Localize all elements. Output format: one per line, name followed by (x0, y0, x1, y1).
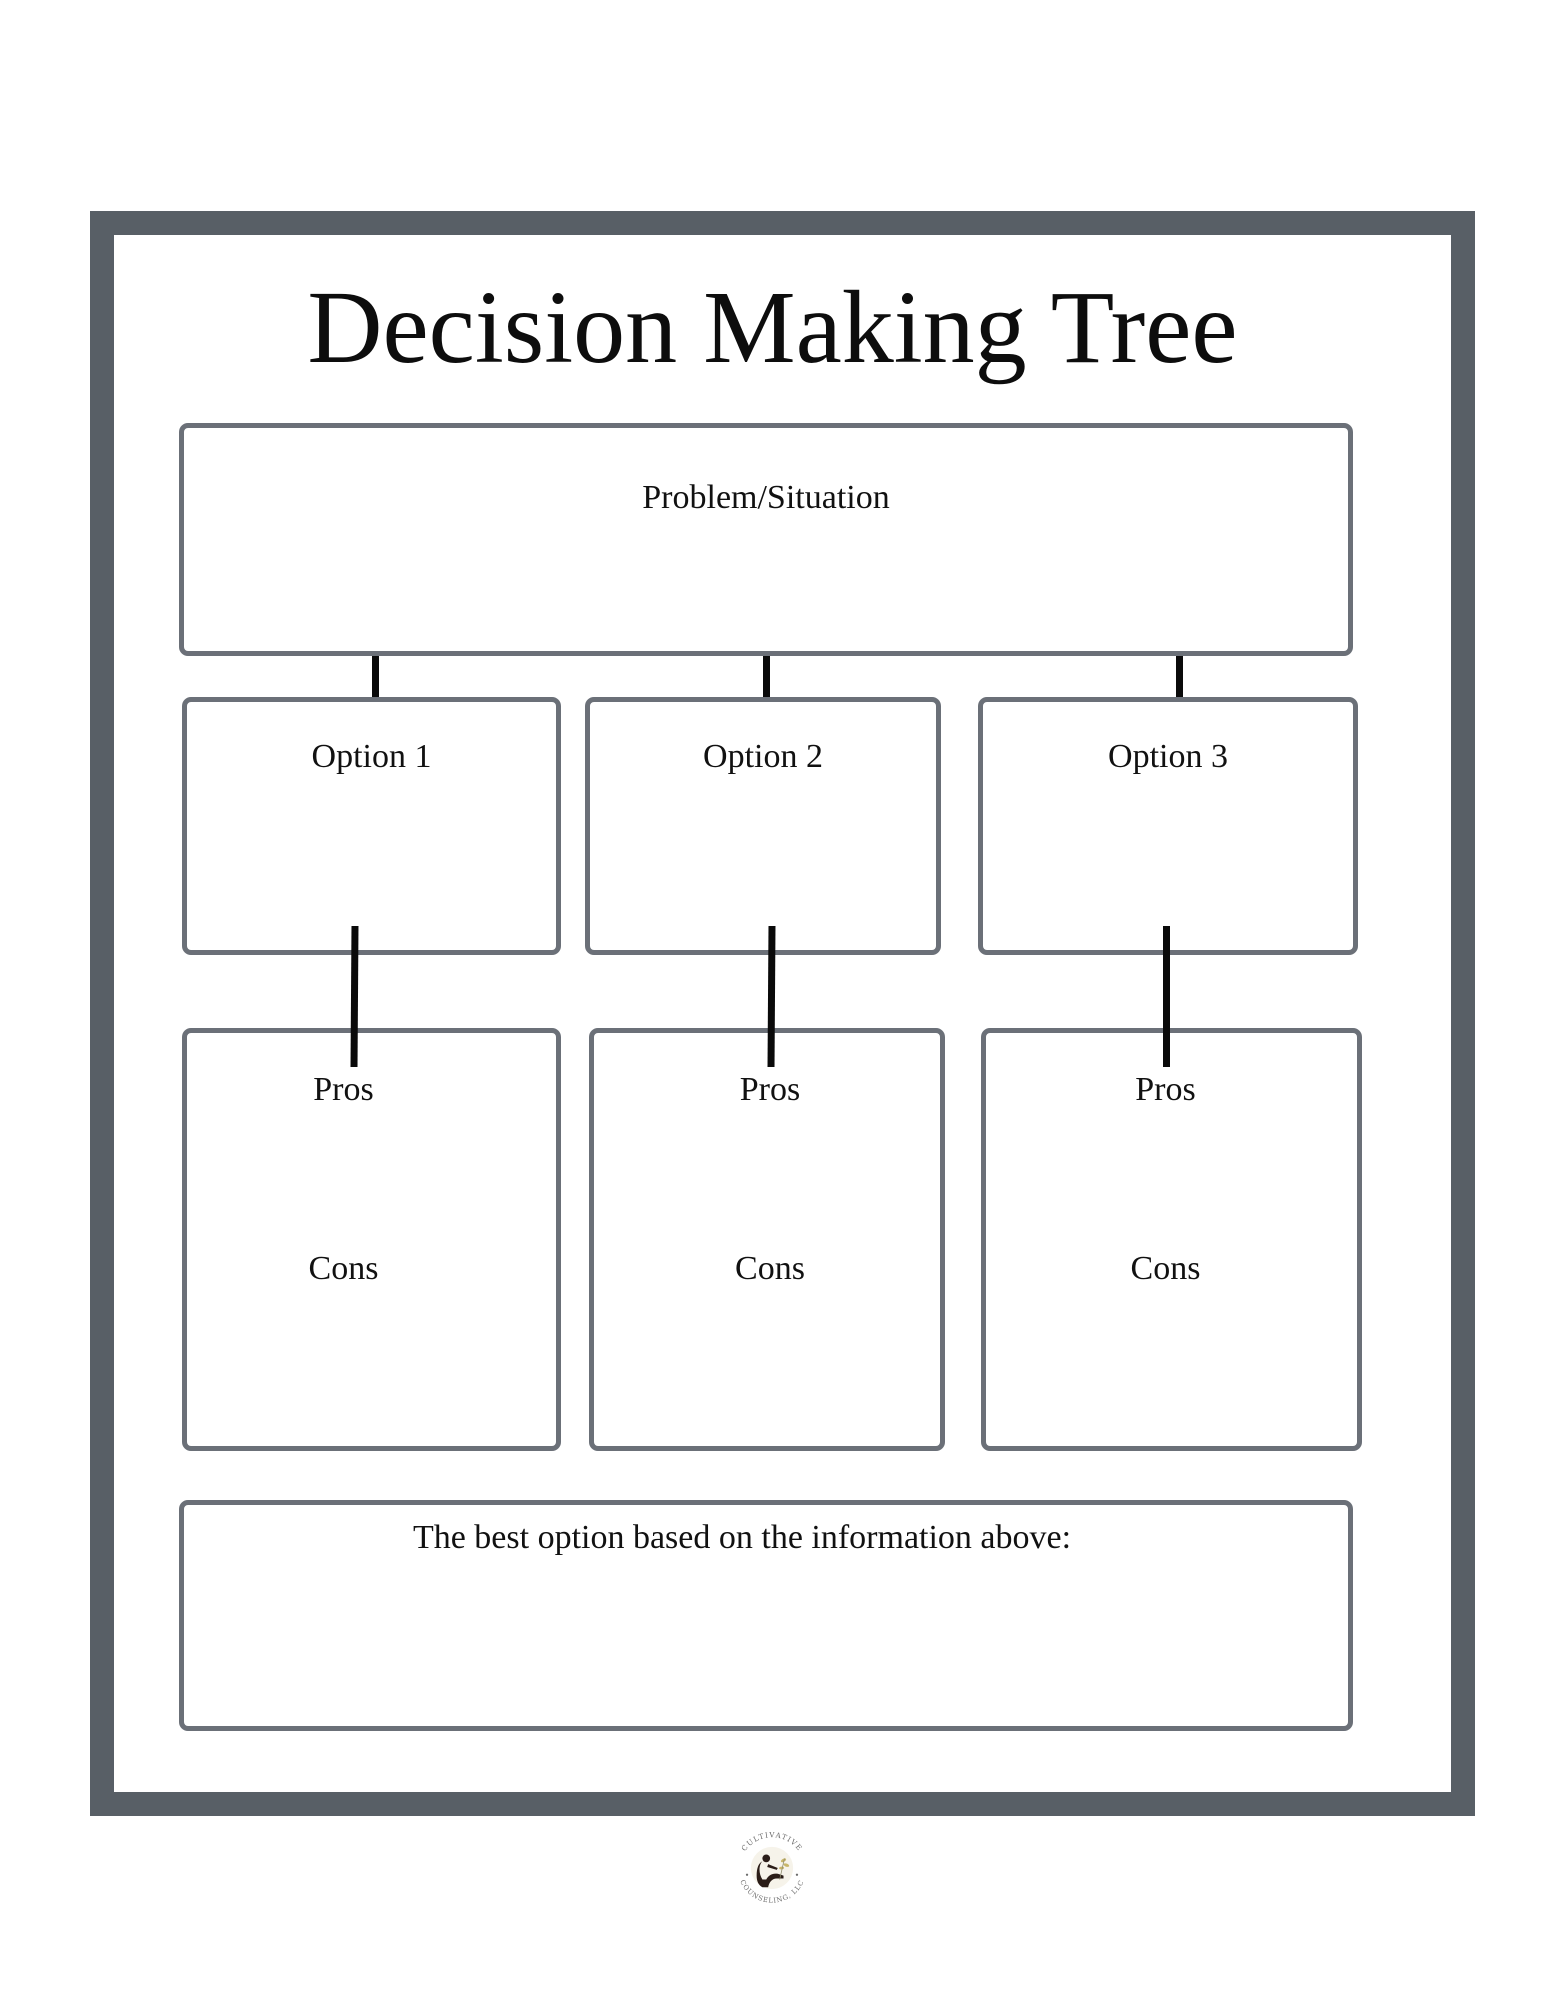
problem-label: Problem/Situation (642, 479, 890, 516)
evaluation-box-2[interactable]: Pros Cons (589, 1028, 945, 1451)
pros-label-1: Pros (313, 1071, 374, 1108)
option-box-3[interactable]: Option 3 (978, 697, 1358, 955)
option-label-3: Option 3 (1108, 738, 1228, 775)
connector-option-3-evaluation-3 (1163, 926, 1170, 1067)
connector-problem-option-2 (763, 656, 770, 723)
evaluation-box-3[interactable]: Pros Cons (981, 1028, 1362, 1451)
connector-problem-option-3 (1176, 656, 1183, 723)
evaluation-box-1[interactable]: Pros Cons (182, 1028, 561, 1451)
conclusion-box[interactable]: The best option based on the information… (179, 1500, 1353, 1731)
option-box-2[interactable]: Option 2 (585, 697, 941, 955)
connector-option-2-evaluation-2 (767, 925, 776, 1068)
pros-label-3: Pros (1135, 1071, 1196, 1108)
page-title: Decision Making Tree (307, 270, 1238, 385)
cons-label-2: Cons (735, 1250, 805, 1287)
option-label-2: Option 2 (703, 738, 823, 775)
connector-option-1-evaluation-1 (350, 925, 359, 1068)
problem-box[interactable]: Problem/Situation (179, 423, 1353, 656)
option-box-1[interactable]: Option 1 (182, 697, 561, 955)
connector-problem-option-1 (372, 656, 379, 723)
cons-label-3: Cons (1130, 1250, 1201, 1287)
brand-logo: CULTIVATIVE COUNSELING, LLC (738, 1830, 805, 1904)
option-label-1: Option 1 (311, 738, 432, 775)
conclusion-label: The best option based on the information… (412, 1519, 1072, 1556)
cons-label-1: Cons (308, 1250, 379, 1287)
pros-label-2: Pros (739, 1071, 801, 1108)
